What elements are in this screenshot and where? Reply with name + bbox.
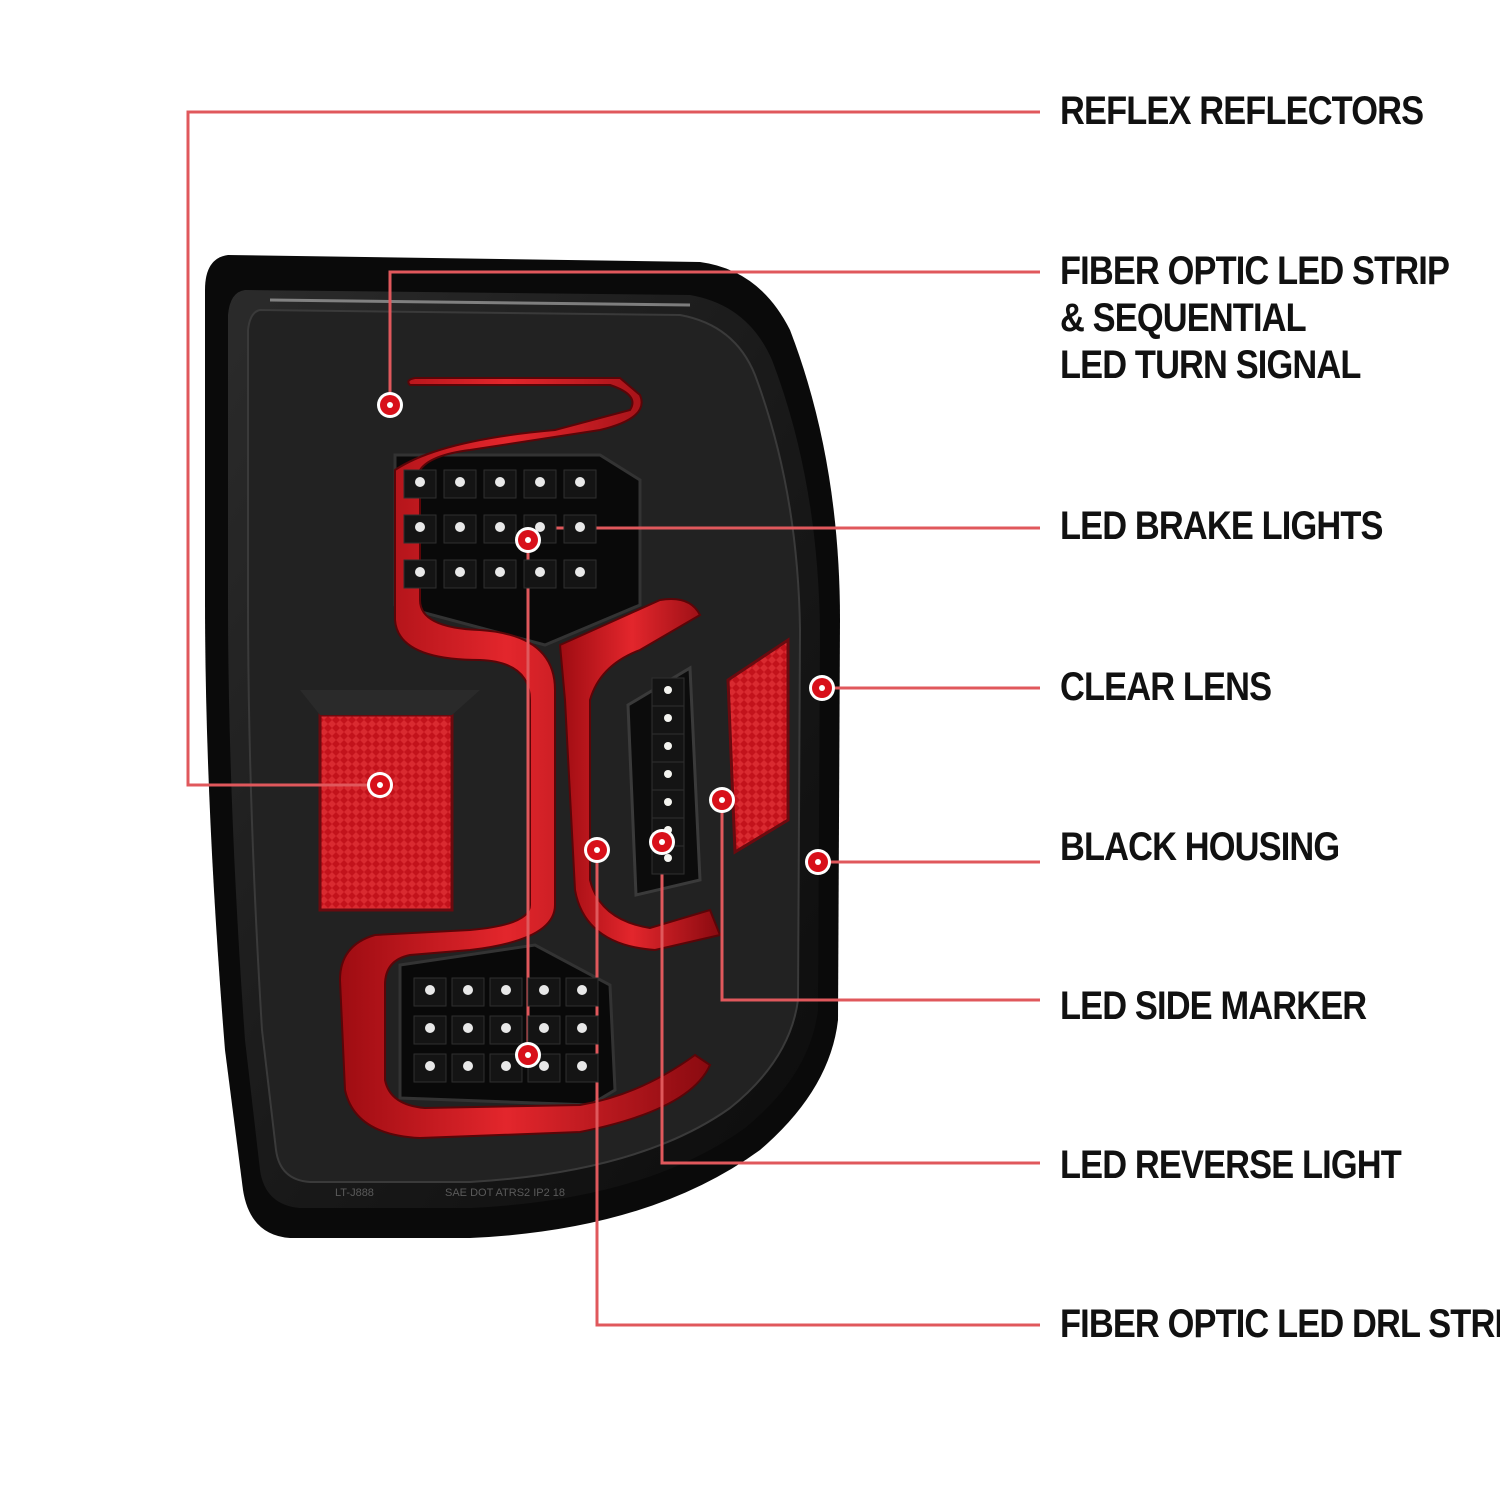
label-brake-lights: LED BRAKE LIGHTS	[1060, 504, 1383, 548]
marker-brake-lower-highlight	[525, 1052, 531, 1058]
marker-fiber-optic-turn-highlight	[387, 402, 393, 408]
marker-black-housing-highlight	[815, 859, 821, 865]
lower-brake-led	[539, 1061, 549, 1071]
upper-brake-led	[575, 477, 585, 487]
lower-brake-led	[501, 985, 511, 995]
lower-brake-led	[425, 985, 435, 995]
marker-reflex-highlight	[377, 782, 383, 788]
label-reverse-light: LED REVERSE LIGHT	[1060, 1143, 1402, 1187]
upper-brake-led	[535, 567, 545, 577]
lower-brake-led	[425, 1023, 435, 1033]
reverse-led	[664, 854, 672, 862]
label-black-housing: BLACK HOUSING	[1060, 825, 1340, 869]
reverse-led	[664, 742, 672, 750]
leader-fiber-optic-turn	[388, 270, 1040, 405]
part-number: LT-J888	[335, 1187, 374, 1199]
callout-markers	[367, 392, 835, 1068]
reverse-led	[664, 686, 672, 694]
upper-brake-led	[535, 522, 545, 532]
upper-brake-led	[455, 567, 465, 577]
upper-brake-led	[415, 522, 425, 532]
leader-side-marker	[720, 800, 1040, 1002]
upper-brake-led-cell	[563, 559, 597, 589]
marker-side-marker-highlight	[719, 797, 725, 803]
lower-brake-led	[501, 1061, 511, 1071]
label-clear-lens: CLEAR LENS	[1060, 665, 1272, 709]
led-chips	[403, 469, 685, 1083]
lower-brake-led-cell	[451, 1015, 485, 1045]
label-reflex-reflectors: REFLEX REFLECTORS	[1060, 89, 1424, 133]
leader-reverse-light	[660, 842, 1040, 1165]
label-drl-strip: FIBER OPTIC LED DRL STRIP	[1060, 1302, 1500, 1346]
reverse-led-cell	[651, 789, 685, 819]
reverse-led	[664, 770, 672, 778]
lamp-markings: SAE DOT ATRS2 IP2 18	[445, 1187, 565, 1199]
lower-brake-led	[425, 1061, 435, 1071]
upper-brake-led	[415, 477, 425, 487]
upper-brake-led	[455, 477, 465, 487]
lower-brake-led	[463, 1061, 473, 1071]
upper-brake-led	[455, 522, 465, 532]
upper-brake-led	[415, 567, 425, 577]
label-side-marker: LED SIDE MARKER	[1060, 984, 1367, 1028]
upper-brake-led	[495, 567, 505, 577]
upper-brake-led	[535, 477, 545, 487]
lower-brake-led	[539, 985, 549, 995]
upper-brake-led	[495, 477, 505, 487]
reverse-led	[664, 798, 672, 806]
upper-brake-led	[495, 522, 505, 532]
leader-drl-strip	[595, 850, 1040, 1327]
upper-brake-led-cell	[443, 514, 477, 544]
left-reflex-reflector	[300, 690, 480, 912]
marker-brake-upper-highlight	[525, 537, 531, 543]
lower-brake-led	[501, 1023, 511, 1033]
lower-brake-led	[463, 1023, 473, 1033]
marker-reverse-highlight	[659, 839, 665, 845]
lower-brake-led	[577, 1023, 587, 1033]
upper-brake-led	[575, 522, 585, 532]
upper-brake-led-cell	[523, 469, 557, 499]
upper-brake-led	[575, 567, 585, 577]
lower-brake-led	[577, 1061, 587, 1071]
lower-brake-led	[539, 1023, 549, 1033]
reverse-led	[664, 714, 672, 722]
lower-brake-led	[577, 985, 587, 995]
lower-brake-led	[463, 985, 473, 995]
marker-clear-lens-highlight	[819, 685, 825, 691]
marker-drl-highlight	[594, 847, 600, 853]
leader-reflex-reflectors	[186, 110, 1040, 787]
